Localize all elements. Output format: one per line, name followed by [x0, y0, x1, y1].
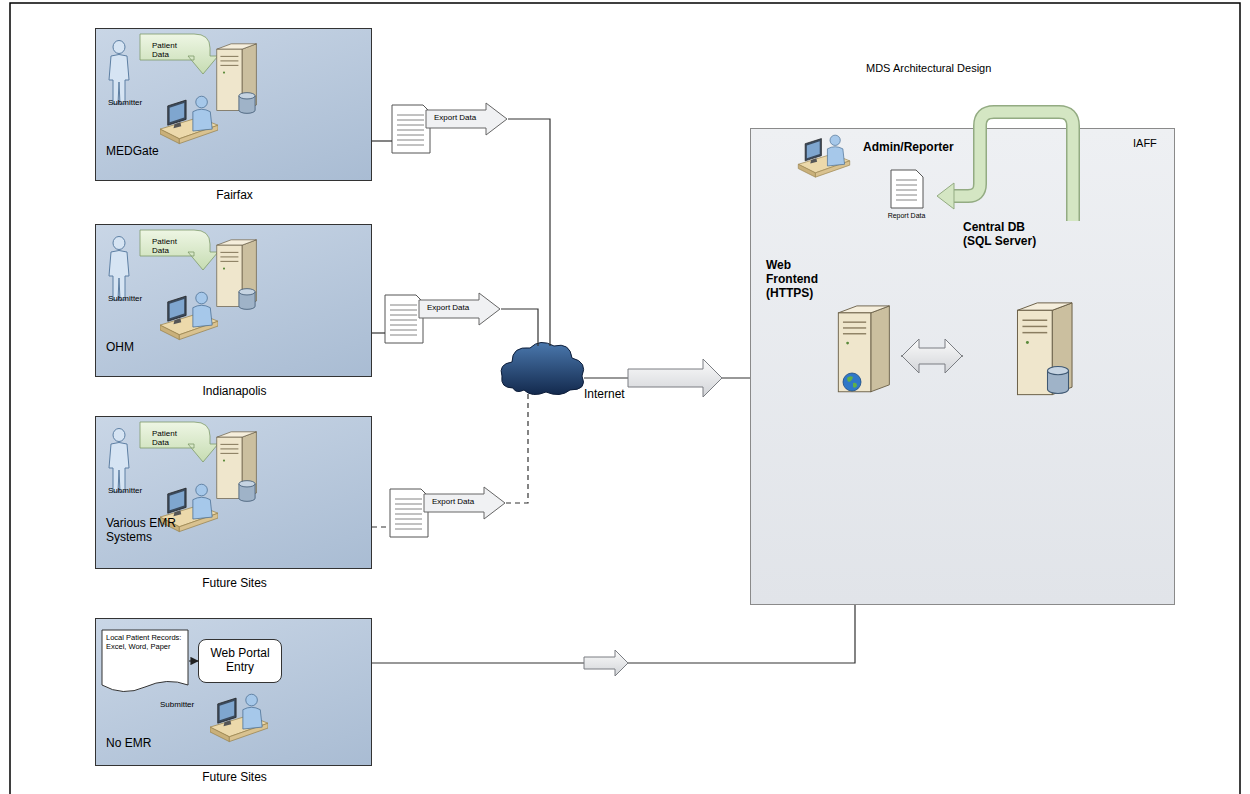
connector	[372, 605, 855, 676]
label-text: Submitter	[108, 486, 152, 495]
connector	[584, 359, 750, 397]
node-text: Web Portal Entry	[201, 647, 279, 675]
node-text: Future Sites	[96, 577, 373, 591]
submitter-figure	[160, 484, 218, 531]
connector-line	[508, 119, 550, 346]
web-server-icon	[838, 306, 889, 392]
db-server-icon	[1017, 303, 1072, 395]
label-text: Patient Data	[152, 429, 188, 447]
globe-icon	[843, 373, 861, 391]
node-text: No EMR	[106, 737, 201, 751]
export-shape	[388, 487, 506, 539]
site-illustration	[109, 422, 256, 532]
site-illustration	[109, 230, 256, 340]
connector-line	[372, 605, 855, 663]
patient-figure	[109, 41, 129, 105]
connector-line	[901, 355, 963, 356]
patient-data-arrow	[140, 422, 218, 462]
diagram-title: MDS Architectural Design	[866, 62, 991, 75]
connector	[506, 392, 528, 503]
submitter-figure	[210, 694, 268, 741]
block-arrow	[628, 359, 722, 397]
database-icon	[239, 93, 255, 114]
node-text: Export Data	[427, 303, 479, 312]
node-text: Admin/Reporter	[863, 141, 983, 155]
flow-line	[953, 112, 1073, 221]
node-text: Export Data	[434, 113, 486, 122]
node-text: Indianapolis	[96, 385, 373, 399]
export-shape	[390, 103, 508, 155]
database-icon	[1048, 367, 1069, 394]
export-arrow: Export Data	[390, 103, 508, 155]
block-arrow	[584, 650, 628, 676]
patient-data-arrow	[140, 34, 218, 74]
internet-cloud: Internet	[498, 338, 588, 398]
connector-line	[189, 660, 198, 661]
submitter-figure	[160, 292, 218, 339]
node-text: Future Sites	[96, 771, 373, 785]
connector	[937, 112, 1073, 221]
portal-box: Web Portal Entry	[198, 639, 282, 683]
connector-line	[372, 140, 392, 141]
submitter-figure	[160, 96, 218, 143]
export-shape	[383, 293, 501, 345]
node-text: OHM	[106, 341, 201, 355]
label-text: Patient Data	[152, 237, 188, 255]
connector	[508, 119, 550, 346]
block-arrow	[902, 339, 962, 373]
label-text: Submitter	[108, 98, 152, 107]
flow-arrowhead	[937, 183, 954, 209]
site-box: No EMRFuture SitesLocal Patient Records:…	[95, 618, 372, 766]
server-icon	[217, 240, 257, 307]
patient-figure	[109, 429, 129, 493]
node-text: Central DB (SQL Server)	[963, 221, 1053, 249]
connector	[901, 339, 963, 373]
cloud-shape	[498, 338, 588, 398]
report-document: Report Data	[879, 169, 937, 231]
web-server-node: Web Frontend (HTTPS)	[766, 259, 901, 404]
connector	[501, 309, 538, 346]
patient-figure	[109, 237, 129, 301]
records-document: Local Patient Records: Excel, Word, Pape…	[101, 629, 189, 695]
admin-figure	[798, 135, 849, 177]
node-text: Export Data	[432, 497, 484, 506]
connector	[372, 333, 385, 334]
node-text: Fairfax	[96, 189, 373, 203]
connector	[189, 661, 198, 662]
node-text: IAFF	[1133, 137, 1173, 150]
site-illustration	[109, 34, 256, 144]
server-icon	[217, 432, 257, 499]
connector-line	[506, 392, 528, 503]
report-shape	[879, 169, 934, 231]
node-text: Web Frontend (HTTPS)	[766, 259, 838, 300]
page-frame	[10, 3, 1240, 794]
node-text: Local Patient Records: Excel, Word, Pape…	[106, 634, 184, 651]
flow-outline	[953, 112, 1073, 221]
node-text: Report Data	[879, 212, 934, 220]
connector-line	[501, 309, 538, 346]
server-icon	[217, 44, 257, 111]
export-arrow: Export Data	[388, 487, 506, 539]
connector	[372, 527, 390, 528]
patient-data-arrow	[140, 230, 218, 270]
label-text: Submitter	[160, 700, 204, 709]
admin-node: Admin/Reporter	[791, 129, 991, 174]
connector-line	[372, 332, 385, 333]
connector-line	[372, 526, 390, 527]
db-server-node: Central DB (SQL Server)	[963, 221, 1088, 406]
iaff-region: IAFF Admin/ReporterReport DataWeb Fronten…	[750, 128, 1175, 605]
node-text: Internet	[584, 388, 644, 402]
connector-line	[584, 377, 750, 378]
export-arrow: Export Data	[383, 293, 501, 345]
database-icon	[239, 289, 255, 310]
connector	[372, 141, 392, 142]
database-icon	[239, 481, 255, 502]
node-text: Various EMR Systems	[106, 517, 201, 545]
node-text: MEDGate	[106, 145, 201, 159]
label-text: Submitter	[108, 294, 152, 303]
label-text: Patient Data	[152, 41, 188, 59]
